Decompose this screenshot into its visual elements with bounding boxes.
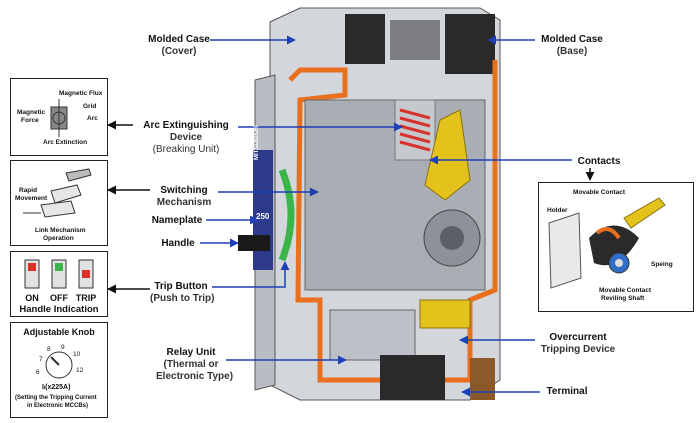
knob-scale-10: 10 [73, 351, 81, 358]
label-contacts: Contacts [577, 156, 621, 167]
orange-cutaway-edge [288, 60, 498, 383]
nameplate-brand: MITSUBISHI [254, 125, 260, 160]
handle-state-on: ON [25, 293, 39, 303]
knob-note-2: in Electronic MCCBs) [27, 403, 89, 409]
knob-scale-6: 6 [36, 369, 40, 376]
link-caption-2: Operation [43, 235, 74, 242]
knob-title: Adjustable Knob [23, 327, 95, 337]
label-molded-case-cover: Molded Case(Cover) [148, 34, 210, 57]
nameplate-plate [253, 150, 273, 270]
arc-magnetic-flux: Magnetic Flux [59, 90, 103, 97]
handle-indication-box: ON OFF TRIP Handle Indication [10, 251, 108, 317]
label-terminal: Terminal [546, 386, 588, 397]
contact-shaft-2: Reviling Shaft [601, 295, 645, 302]
contact-movable: Movable Contact [573, 189, 626, 196]
link-mechanism-box: Rapid Movement Link Mechanism Operation [10, 160, 108, 246]
link-rapid-2: Movement [15, 195, 48, 202]
knob-note-1: (Setting the Tripping Current [15, 395, 97, 401]
arc-magnetic-force-1: Magnetic [17, 109, 46, 116]
link-caption-1: Link Mechanism [35, 227, 86, 234]
arc-arc: Arc [87, 115, 98, 122]
handle-indication-figure [24, 259, 94, 289]
label-trip-button: Trip Button(Push to Trip) [150, 281, 215, 304]
movable-contact-arm [424, 109, 471, 201]
bottom-terminal-spring [470, 358, 495, 400]
arrow-trip [212, 261, 290, 288]
overcurrent-coil [419, 299, 471, 329]
top-terminal-block-mid [390, 20, 440, 60]
adjustable-knob-box: Adjustable Knob 6 7 8 9 10 12 Iₗ(x225A) … [10, 322, 108, 418]
link-mechanism-figure [23, 168, 92, 218]
handle-state-off: OFF [50, 293, 68, 303]
knob-scale-9: 9 [61, 344, 65, 351]
handle-indication-title: Handle Indication [19, 304, 99, 315]
contact-holder: Holder [547, 207, 568, 214]
link-rapid-1: Rapid [19, 187, 38, 194]
relay-unit-body [329, 309, 416, 361]
knob-figure [45, 351, 73, 379]
arc-magnetic-force-2: Force [21, 117, 39, 124]
knob-scale-12: 12 [76, 367, 84, 374]
arc-extinction-figure [50, 99, 68, 137]
top-terminal-block-right [445, 14, 495, 74]
contact-spring: Speing [651, 261, 673, 268]
top-terminal-block-left [345, 14, 385, 64]
handle-lever [238, 235, 270, 251]
arc-extinction-caption: Arc Extinction [43, 139, 88, 146]
knob-formula: Iₗ(x225A) [42, 384, 71, 391]
contact-detail-figure [548, 197, 666, 289]
arc-grid-plates [399, 108, 431, 152]
label-nameplate: Nameplate [151, 215, 203, 226]
arc-grid: Grid [83, 103, 97, 110]
label-handle: Handle [161, 238, 195, 249]
knob-scale-8: 8 [47, 346, 51, 353]
contact-detail-box: Movable Contact Holder Speing Movable Co… [538, 182, 694, 312]
arc-extinction-box: Magnetic Flux Grid Magnetic Force Arc Ar… [10, 78, 108, 156]
bottom-terminal-block [380, 355, 445, 400]
handle-state-trip: TRIP [75, 293, 97, 303]
contact-shaft-1: Movable Contact [599, 287, 652, 294]
handle-green-arc [278, 168, 295, 262]
nameplate-rating: 250 [256, 212, 270, 221]
knob-scale-7: 7 [39, 356, 43, 363]
label-molded-case-base: Molded Case(Base) [541, 34, 603, 57]
